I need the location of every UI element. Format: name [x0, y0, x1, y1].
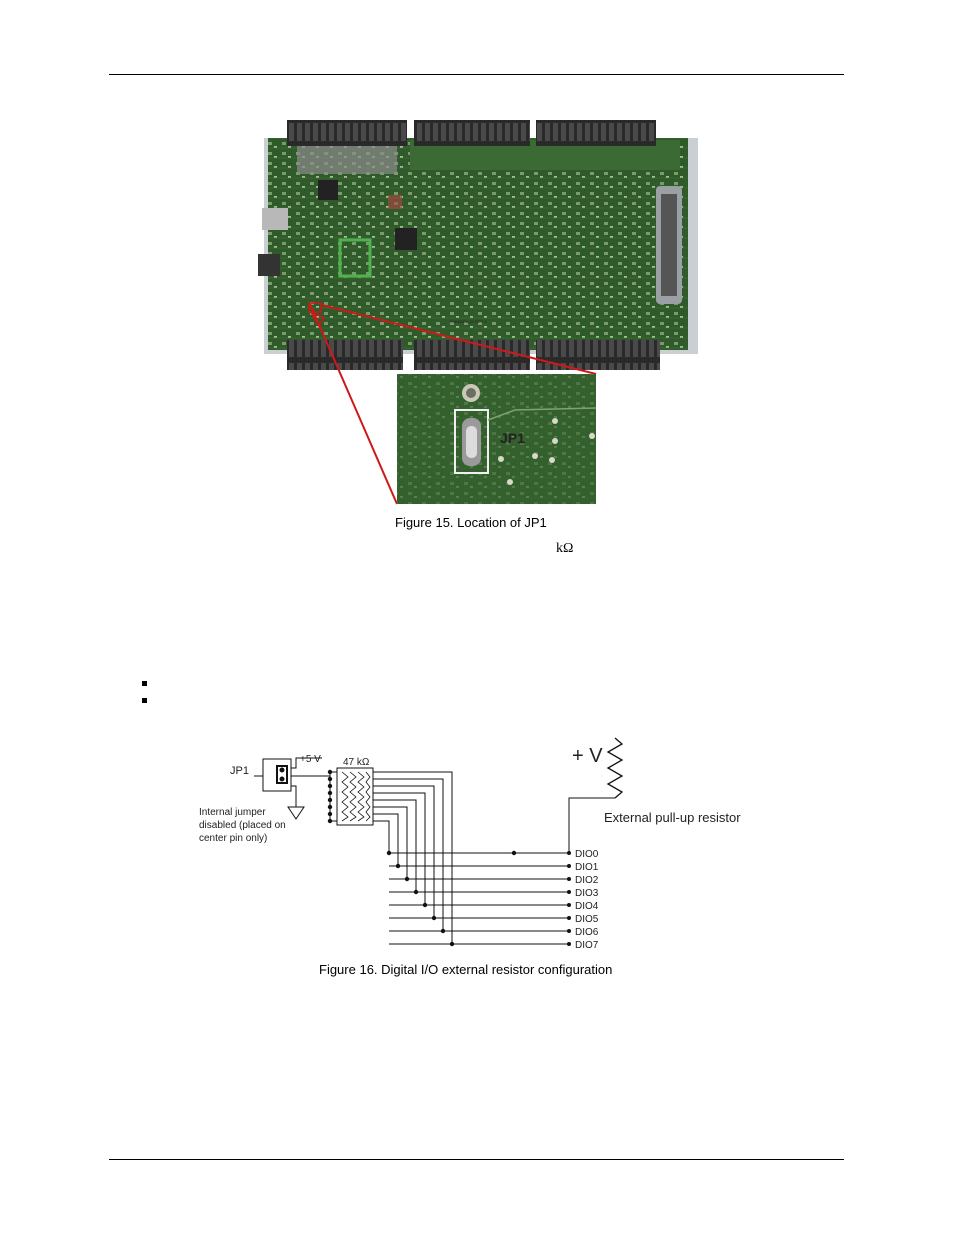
terminal-block-top-middle: [414, 120, 530, 146]
terminal-block-bottom-middle: [414, 340, 530, 370]
dio-labels: DIO0 DIO1 DIO2 DIO3 DIO4 DIO5 DIO6 DIO7: [575, 849, 599, 951]
schematic: [254, 737, 624, 947]
usb-connector: [262, 208, 288, 230]
dio4-label: DIO4: [575, 901, 599, 912]
figure16-caption: Figure 16. Digital I/O external resistor…: [319, 962, 613, 977]
jp1-inset-photo: JP1: [397, 374, 597, 504]
bullet-marker: [142, 681, 147, 686]
resistor-value-label: 47 kΩ: [343, 757, 370, 768]
dio5-label: DIO5: [575, 914, 599, 925]
inset-jp1-label: JP1: [500, 430, 525, 446]
jumper-note-line-2: disabled (placed on: [199, 820, 286, 831]
terminal-block-top-left: [287, 120, 407, 146]
dio3-label: DIO3: [575, 888, 599, 899]
terminal-block-top-right: [536, 120, 656, 146]
pullup-wire: [568, 797, 615, 853]
dio7-label: DIO7: [575, 940, 599, 951]
pullup-resistor-label: External pull-up resistor: [604, 810, 741, 825]
pullup-supply-label: + V: [572, 745, 603, 767]
pullup-resistor: [606, 737, 624, 799]
power-jack: [258, 254, 280, 276]
board-marking: RMB000A-01 REV 2: [450, 319, 487, 324]
dio1-label: DIO1: [575, 862, 599, 873]
jumper-note-line-3: center pin only): [199, 833, 267, 844]
dio6-label: DIO6: [575, 927, 599, 938]
terminal-block-bottom-right: [536, 340, 660, 370]
supply-5v-label: +5 V: [300, 754, 321, 765]
dio2-label: DIO2: [575, 875, 599, 886]
board-photo: RMB000A-01 REV 2: [258, 120, 698, 370]
bullet-marker: [142, 698, 147, 703]
resistor-pack: [336, 767, 374, 826]
jp1-block: [262, 758, 292, 792]
dio0-label: DIO0: [575, 849, 599, 860]
header-rule: [109, 74, 844, 75]
footer-rule: [109, 1159, 844, 1160]
terminal-block-bottom-left: [287, 340, 403, 370]
schematic-jp1-label: JP1: [230, 765, 249, 777]
jumper-note-line-1: Internal jumper: [199, 807, 266, 818]
jp1-callout: [308, 302, 597, 505]
figure15-caption: Figure 15. Location of JP1: [395, 515, 547, 530]
stray-kohm-symbol: kΩ: [556, 541, 574, 556]
jp1-outline: [454, 409, 489, 474]
